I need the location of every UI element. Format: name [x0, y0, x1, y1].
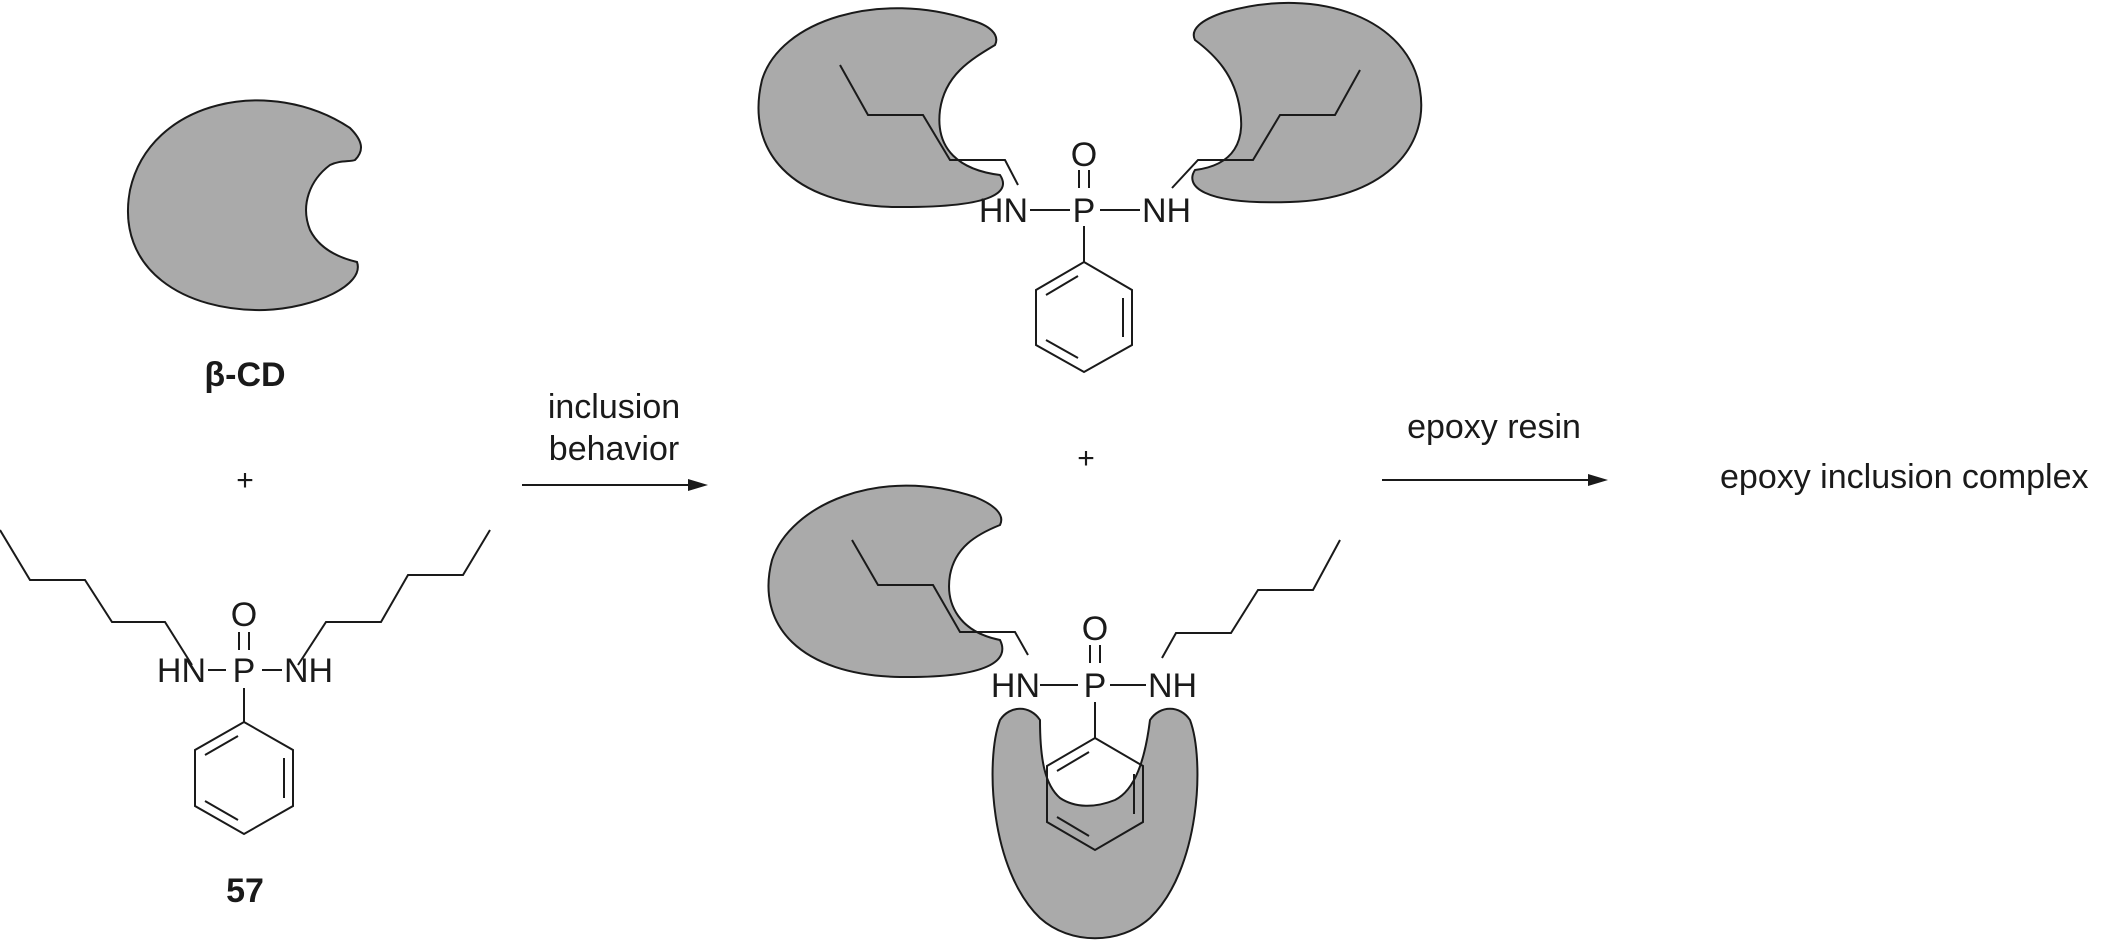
top-aromatic-inner-2: [1045, 339, 1079, 359]
product-label: epoxy inclusion complex: [1720, 458, 2089, 496]
phenyl-ring: [194, 720, 294, 836]
bottom-left-cyclodextrin: [767, 484, 1004, 679]
bottom-atom-nh: NH: [1148, 667, 1197, 705]
atom-hn: HN: [157, 652, 206, 690]
top-atom-o: O: [1071, 136, 1097, 174]
aromatic-inner-bond-2: [204, 800, 239, 821]
arrow1-label-line1: inclusion: [548, 388, 680, 426]
bottom-center-cyclodextrin: [991, 707, 1199, 940]
top-atom-hn: HN: [979, 192, 1028, 230]
top-phenyl-ring: [1035, 260, 1133, 374]
atom-p: P: [233, 652, 256, 690]
bottom-right-alkyl-chain: [1161, 539, 1341, 659]
compound-number-label: 57: [226, 872, 264, 910]
top-atom-nh: NH: [1142, 192, 1191, 230]
beta-cd-label: β-CD: [204, 356, 285, 394]
top-aromatic-inner-3: [1045, 275, 1079, 296]
plus-sign-middle: +: [1077, 442, 1095, 475]
right-alkyl-chain: [297, 529, 491, 666]
beta-cyclodextrin-shape: [127, 99, 362, 312]
bottom-inclusion-complex: [767, 484, 1341, 940]
bottom-atom-p: P: [1084, 667, 1107, 705]
aromatic-inner-bond-3: [204, 735, 239, 756]
compound-57-structure: [0, 529, 491, 836]
reaction-arrow-2: [1382, 474, 1608, 486]
bottom-phenyl-ring: [1046, 736, 1144, 852]
arrow1-label-line2: behavior: [549, 430, 679, 468]
top-right-cyclodextrin: [1191, 1, 1423, 204]
top-left-alkyl-chain: [839, 64, 1019, 186]
top-atom-p: P: [1073, 192, 1096, 230]
arrow2-label: epoxy resin: [1407, 408, 1581, 446]
top-left-cyclodextrin: [757, 7, 1004, 209]
bottom-aromatic-inner-2: [1056, 816, 1090, 837]
atom-nh: NH: [284, 652, 333, 690]
left-alkyl-chain: [0, 529, 193, 666]
top-inclusion-complex: [757, 1, 1423, 374]
bottom-left-alkyl-chain: [851, 539, 1029, 656]
bottom-atom-o: O: [1082, 610, 1108, 648]
top-right-alkyl-chain: [1171, 69, 1361, 189]
bottom-aromatic-inner-3: [1056, 751, 1090, 772]
atom-o: O: [231, 596, 257, 634]
reaction-arrow-1: [522, 479, 708, 491]
plus-sign-left: +: [236, 464, 254, 497]
bottom-atom-hn: HN: [991, 667, 1040, 705]
